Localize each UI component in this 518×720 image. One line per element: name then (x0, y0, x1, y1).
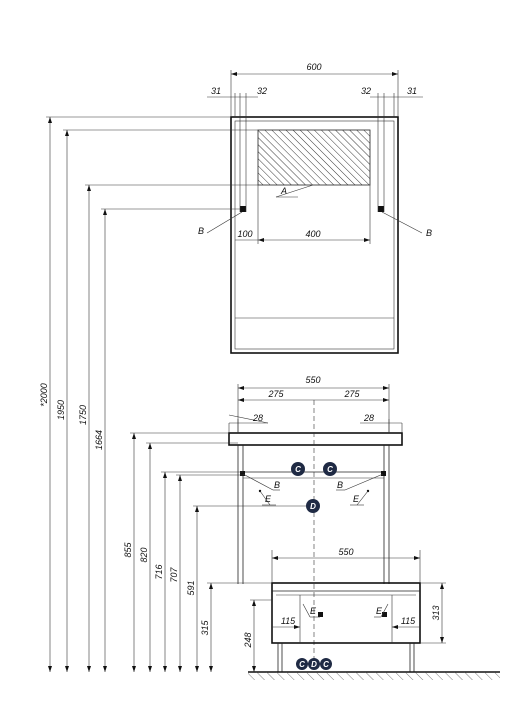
dim-label-31-left: 31 (211, 86, 221, 96)
cabinet-callouts: B B E E (242, 473, 384, 506)
dim-label-31-right: 31 (407, 86, 417, 96)
label-e-cabinet-right: E (353, 494, 360, 504)
dim-vanity-insets: 115 115 (272, 616, 420, 629)
dim-label-275-right: 275 (343, 389, 360, 399)
dim-cabinet-edges: 28 28 (228, 413, 403, 433)
cabinet-frame (228, 400, 403, 672)
label-b-mirror-right: B (426, 228, 432, 238)
svg-text:C: C (299, 660, 305, 669)
lamp-hatched-area (257, 129, 371, 186)
dim-label-855: 855 (123, 542, 133, 558)
dim-label-315: 315 (200, 620, 210, 636)
dim-label-115-left: 115 (281, 616, 296, 626)
dim-label-32-left: 32 (257, 86, 267, 96)
marker-d-bottom (308, 658, 320, 670)
dim-label-591: 591 (186, 580, 196, 595)
mirror-callouts: A B B (198, 184, 432, 238)
marker-c-bottom-right (320, 658, 332, 670)
vanity-callouts: E E (302, 603, 389, 618)
dim-label-2000: *2000 (39, 383, 49, 407)
marker-c-right (323, 462, 337, 476)
dim-lamp: 100 400 (235, 185, 371, 244)
dim-label-820: 820 (139, 547, 149, 562)
dim-mirror-offsets: 31 32 32 31 (207, 86, 423, 117)
bottom-markers: C D C (296, 658, 332, 670)
dim-label-1664: 1664 (94, 430, 104, 450)
dim-label-1750: 1750 (78, 405, 88, 425)
dim-label-707: 707 (169, 567, 179, 583)
label-a: A (280, 186, 287, 196)
dim-vanity-width: 550 (271, 547, 421, 583)
dim-label-550-top: 550 (305, 375, 320, 385)
label-e-cabinet-left: E (265, 494, 272, 504)
svg-text:C: C (295, 465, 301, 474)
label-b-cabinet-left: B (274, 480, 280, 490)
svg-text:D: D (310, 502, 316, 511)
bracket-left (240, 471, 245, 476)
vanity-bracket-right (382, 612, 387, 617)
dim-cabinet-width: 550 275 275 (237, 375, 390, 433)
vanity-bracket-left (318, 612, 323, 617)
floor-hatch (248, 672, 500, 680)
mirror-outline (230, 116, 399, 354)
dim-label-400: 400 (305, 229, 320, 239)
dim-label-600: 600 (306, 62, 321, 72)
dim-label-100: 100 (237, 229, 252, 239)
mount-left (240, 206, 246, 212)
svg-text:C: C (323, 660, 329, 669)
bracket-right (381, 471, 386, 476)
marker-c-left (291, 462, 305, 476)
vanity-body (271, 582, 421, 644)
countertop (228, 432, 403, 446)
dim-label-32-right: 32 (361, 86, 371, 96)
dim-label-115-right: 115 (401, 616, 416, 626)
floor (248, 671, 500, 680)
dim-vanity-height: 313 (420, 582, 446, 644)
label-b-cabinet-right: B (337, 480, 343, 490)
cabinet-markers: C C D (291, 462, 337, 513)
dim-label-1950: 1950 (56, 400, 66, 420)
height-dimensions: *2000 1950 1750 1664 855 820 (39, 116, 306, 672)
dim-label-313: 313 (431, 605, 441, 620)
label-e-vanity-right: E (376, 606, 383, 616)
svg-text:D: D (311, 660, 317, 669)
dim-mirror-width: 600 (230, 62, 399, 117)
dim-label-28-left: 28 (252, 413, 263, 423)
marker-c-bottom-left (296, 658, 308, 670)
label-b-mirror-left: B (198, 226, 204, 236)
dim-label-550-vanity: 550 (338, 547, 353, 557)
dim-label-716: 716 (154, 564, 164, 579)
vanity-unit (271, 582, 421, 672)
dim-label-248: 248 (243, 632, 253, 648)
svg-text:C: C (327, 465, 333, 474)
mirror-cabinet (230, 116, 399, 354)
dim-label-275-left: 275 (267, 389, 284, 399)
mirror-inner-outline (234, 120, 395, 350)
marker-d (306, 499, 320, 513)
mount-right (378, 206, 384, 212)
label-e-vanity-left: E (310, 606, 317, 616)
dim-label-28-right: 28 (363, 413, 374, 423)
